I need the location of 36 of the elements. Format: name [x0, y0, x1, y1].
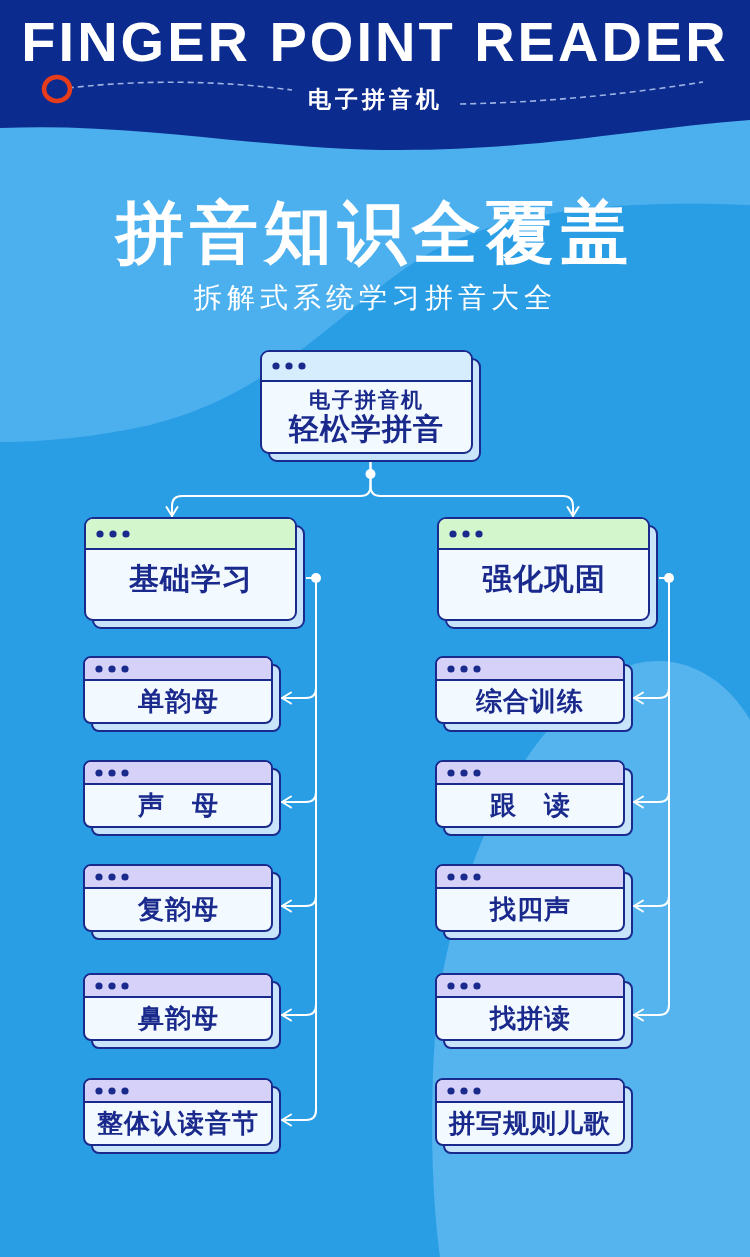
card-title: 轻松学拼音: [289, 411, 444, 447]
window-card: [437, 517, 658, 629]
card-heading: 电子拼音机: [309, 387, 424, 412]
window-card: [83, 864, 281, 940]
window-card: [83, 1078, 281, 1154]
window-card: [435, 1078, 633, 1154]
card-title: 单韵母: [137, 686, 219, 717]
window-card: [83, 656, 281, 732]
card-title: 强化巩固: [481, 562, 606, 597]
window-card: [435, 656, 633, 732]
card-title: 整体认读音节: [97, 1108, 259, 1139]
subtitle: 拆解式系统学习拼音大全: [193, 279, 557, 315]
connector-arrow: [633, 1004, 670, 1022]
card-title: 跟 读: [489, 790, 571, 821]
window-card: [260, 350, 481, 462]
window-card: [84, 517, 305, 629]
card-title: 拼写规则儿歌: [449, 1108, 611, 1139]
banner-heading: FINGER POINT READER: [21, 9, 729, 75]
card-title: 鼻韵母: [137, 1003, 219, 1034]
window-card: [83, 760, 281, 836]
window-card: [435, 973, 633, 1049]
card-title: 找四声: [489, 894, 571, 925]
window-card: [83, 973, 281, 1049]
card-title: 综合训练: [476, 686, 584, 717]
card-title: 声 母: [137, 790, 219, 821]
connector-arrow: [281, 1109, 317, 1127]
connector-line: [305, 577, 317, 1111]
banner-subtitle: 电子拼音机: [307, 84, 443, 114]
card-title: 复韵母: [137, 894, 219, 925]
connector-arrow: [369, 461, 580, 517]
card-title: 找拼读: [489, 1003, 571, 1034]
connector-line: [658, 577, 670, 1006]
window-card: [435, 760, 633, 836]
card-title: 基础学习: [128, 562, 253, 597]
page-title: 拼音知识全覆盖: [116, 191, 634, 274]
window-card: [435, 864, 633, 940]
